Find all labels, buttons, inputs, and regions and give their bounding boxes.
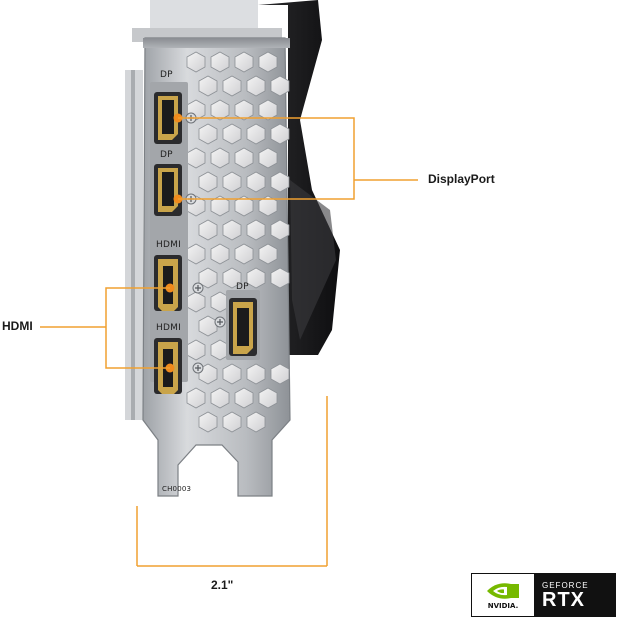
vent-hole: [198, 75, 218, 97]
vent-hole: [270, 123, 290, 145]
displayport-callout-line: [178, 117, 418, 200]
vent-hole: [198, 219, 218, 241]
vent-hole: [210, 51, 230, 73]
displayport-callout-label: DisplayPort: [428, 172, 495, 186]
vent-hole: [246, 75, 266, 97]
vent-hole: [234, 243, 254, 265]
geforce-rtx-panel: GEFORCE RTX: [534, 574, 615, 616]
port-label-hdmi2: HDMI: [156, 323, 181, 333]
vent-hole: [246, 171, 266, 193]
vent-hole: [222, 123, 242, 145]
hdmi-callout-line: [40, 287, 170, 369]
bracket-stamp: CH0003: [162, 485, 192, 493]
screw-slot: [195, 285, 201, 291]
cooler-shroud: [258, 0, 340, 355]
vent-hole: [258, 243, 278, 265]
vent-hole: [234, 147, 254, 169]
vent-hole: [210, 387, 230, 409]
vent-hole: [222, 75, 242, 97]
vent-hole: [210, 147, 230, 169]
vent-hole: [210, 195, 230, 217]
displayport-1: [154, 92, 182, 144]
vent-hole: [198, 123, 218, 145]
displayport-2: [154, 164, 182, 216]
vent-holes: [186, 51, 290, 433]
vent-hole: [234, 99, 254, 121]
vent-hole: [246, 411, 266, 433]
vent-hole: [210, 99, 230, 121]
vent-hole: [234, 195, 254, 217]
vent-hole: [258, 99, 278, 121]
vent-hole: [222, 171, 242, 193]
hdmi-port-1: [154, 255, 182, 311]
vent-hole: [198, 267, 218, 289]
screw-slot: [217, 319, 223, 325]
screw-slot: [195, 365, 201, 371]
hdmi-callout-label: HDMI: [2, 319, 33, 333]
nvidia-eye-icon: [487, 582, 519, 599]
port-label-dp2: DP: [160, 150, 173, 160]
port-label-hdmi1: HDMI: [156, 240, 181, 250]
screws: [185, 112, 226, 374]
vent-hole: [186, 51, 206, 73]
vent-hole: [210, 243, 230, 265]
vent-hole: [270, 219, 290, 241]
vent-hole: [270, 171, 290, 193]
vent-hole: [222, 363, 242, 385]
nvidia-geforce-rtx-badge: NVIDIA. GEFORCE RTX: [471, 573, 616, 617]
vent-hole: [222, 267, 242, 289]
nvidia-logo-panel: NVIDIA.: [472, 574, 534, 616]
rtx-wordmark: RTX: [542, 588, 585, 611]
vent-hole: [258, 147, 278, 169]
vent-hole: [246, 267, 266, 289]
vent-hole: [186, 387, 206, 409]
vent-hole: [258, 195, 278, 217]
vent-hole: [234, 51, 254, 73]
width-dimension-label: 2.1": [211, 578, 234, 592]
vent-hole: [246, 123, 266, 145]
port-label-dp1: DP: [160, 70, 173, 80]
displayport-3: [229, 298, 257, 356]
port-label-dp3: DP: [236, 282, 249, 292]
vent-hole: [234, 387, 254, 409]
vent-hole: [198, 411, 218, 433]
vent-hole: [258, 51, 278, 73]
vent-hole: [270, 363, 290, 385]
geforce-wordmark: GEFORCE: [542, 580, 589, 590]
nvidia-wordmark: NVIDIA.: [487, 601, 519, 610]
vent-hole: [222, 411, 242, 433]
vent-hole: [258, 387, 278, 409]
width-dimension-line: [136, 396, 328, 567]
vent-hole: [270, 75, 290, 97]
vent-hole: [222, 219, 242, 241]
vent-hole: [246, 219, 266, 241]
vent-hole: [198, 171, 218, 193]
vent-hole: [270, 267, 290, 289]
vent-hole: [246, 363, 266, 385]
